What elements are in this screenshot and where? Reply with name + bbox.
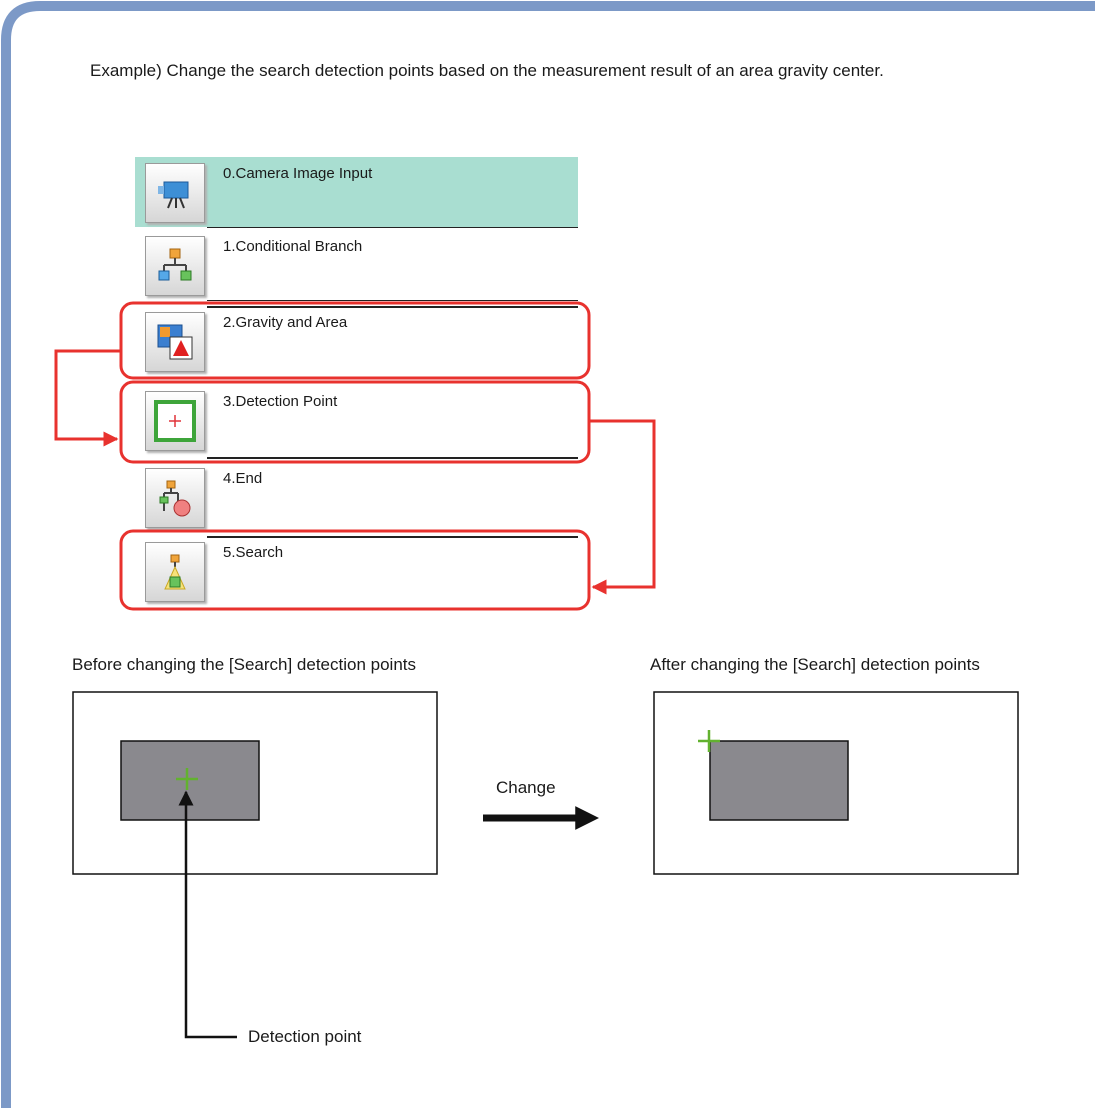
flow-item-conditional-branch[interactable]: 1.Conditional Branch bbox=[135, 230, 578, 301]
after-object bbox=[709, 740, 849, 821]
end-icon bbox=[145, 468, 205, 528]
flow-item-label: 0.Camera Image Input bbox=[223, 165, 373, 182]
detection-point-label: Detection point bbox=[248, 1027, 362, 1046]
after-caption: After changing the [Search] detection po… bbox=[650, 655, 980, 674]
flow-item-label: 1.Conditional Branch bbox=[223, 238, 363, 255]
before-detection-marker bbox=[176, 768, 198, 790]
flow-item-camera-image-input[interactable]: 0.Camera Image Input bbox=[135, 157, 578, 228]
flow-item-end[interactable]: 4.End bbox=[135, 462, 578, 532]
detection-point-leader bbox=[178, 790, 237, 1039]
flow-item-label: 4.End bbox=[223, 470, 263, 487]
before-caption: Before changing the [Search] detection p… bbox=[72, 655, 417, 674]
branch-icon bbox=[145, 236, 205, 296]
after-detection-marker bbox=[698, 730, 720, 752]
camera-icon bbox=[145, 163, 205, 223]
before-object bbox=[120, 740, 260, 821]
intro-text: Example) Change the search detection poi… bbox=[90, 61, 884, 80]
change-label: Change bbox=[496, 778, 556, 797]
